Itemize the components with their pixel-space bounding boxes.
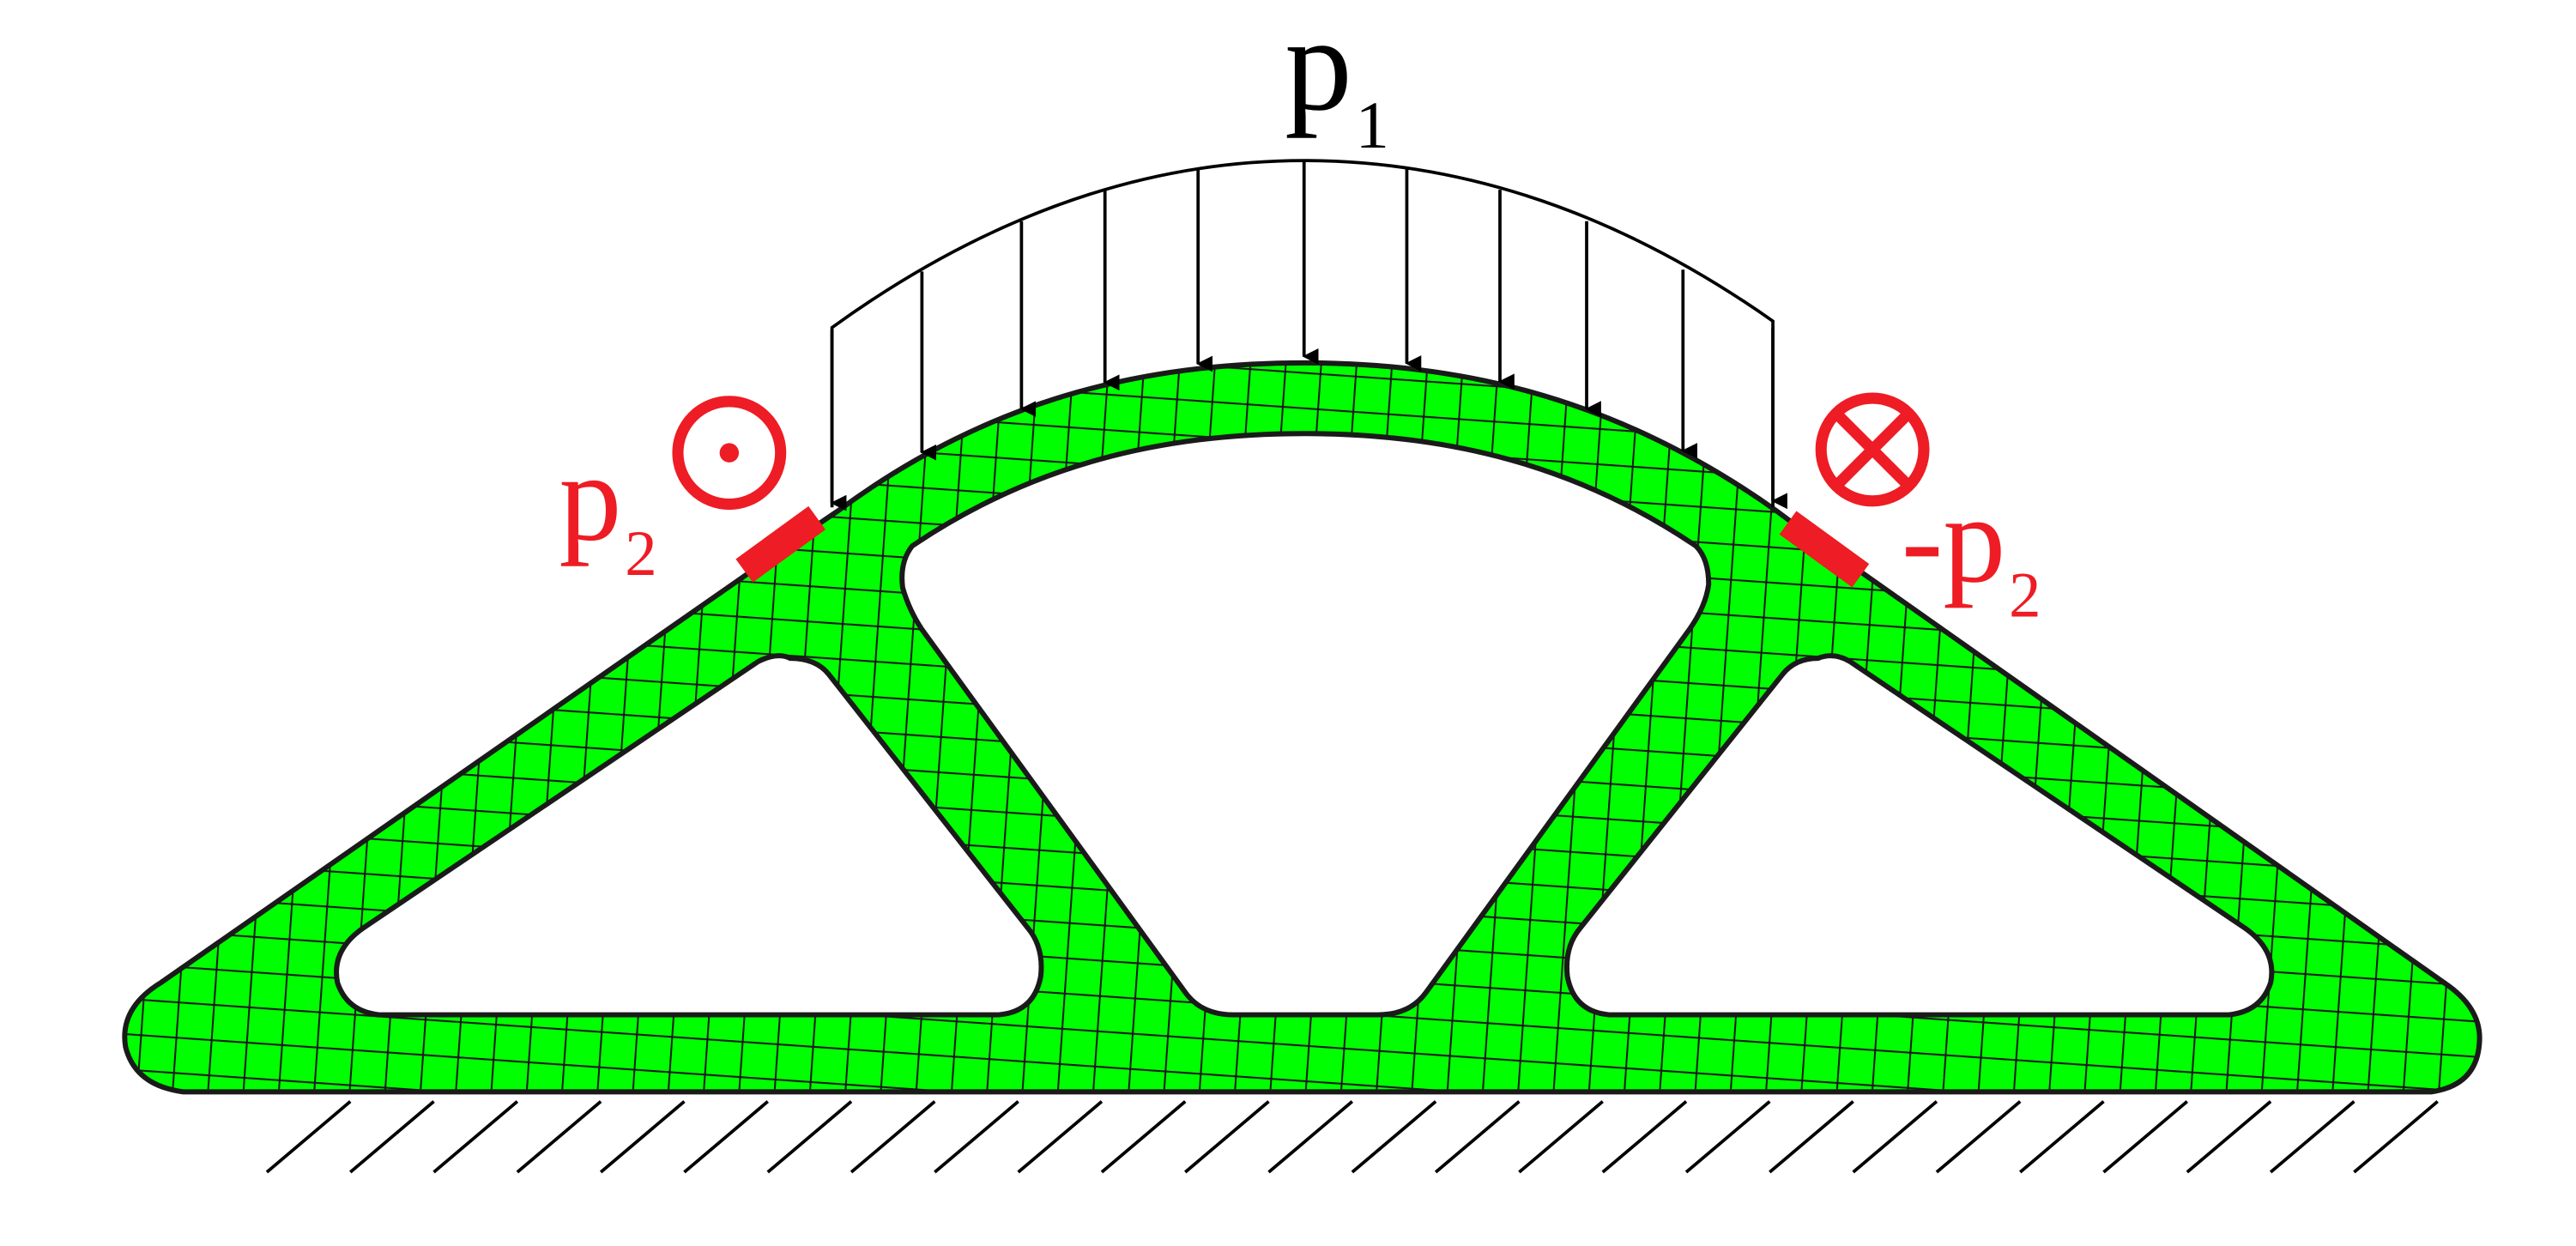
hatch-line (599, 1100, 686, 1174)
fixed-ground-hatch-icon (265, 1100, 2439, 1174)
hatch-line (1267, 1100, 1354, 1174)
hatch-line (2353, 1100, 2439, 1174)
hatch-line (1017, 1100, 1104, 1174)
hatch-line (516, 1100, 602, 1174)
hatch-line (934, 1100, 1019, 1174)
load-label-p1: p1 (1285, 0, 1389, 162)
distributed-load-p1 (830, 159, 1787, 511)
hatch-line (1769, 1100, 1854, 1174)
hatch-line (2186, 1100, 2272, 1174)
load-label-p2-right: -p2 (1902, 469, 2041, 631)
hatch-line (1935, 1100, 2022, 1174)
hatch-line (1184, 1100, 1270, 1174)
out-of-plane-dot-icon (672, 396, 787, 511)
truss-mesh-body (122, 360, 2482, 1095)
hatch-line (1351, 1100, 1437, 1174)
hatch-line (1100, 1100, 1187, 1174)
hatch-line (1684, 1100, 1771, 1174)
hatch-line (1518, 1100, 1604, 1174)
hatch-line (850, 1100, 936, 1174)
hatch-line (349, 1100, 435, 1174)
hatch-line (683, 1100, 769, 1174)
load-arrows (830, 160, 1787, 511)
hatch-line (1601, 1100, 1688, 1174)
hatch-line (1434, 1100, 1521, 1174)
hatch-line (766, 1100, 853, 1174)
hatch-line (432, 1100, 519, 1174)
hatch-line (2019, 1100, 2105, 1174)
load-patch-right (1779, 511, 1870, 588)
hatch-line (2102, 1100, 2189, 1174)
hatch-line (2269, 1100, 2355, 1174)
hatch-line (1852, 1100, 1938, 1174)
load-label-p2-left: p2 (559, 428, 657, 590)
hatch-line (265, 1100, 352, 1174)
into-plane-cross-icon (1815, 392, 1930, 507)
load-patch-left (735, 505, 826, 583)
